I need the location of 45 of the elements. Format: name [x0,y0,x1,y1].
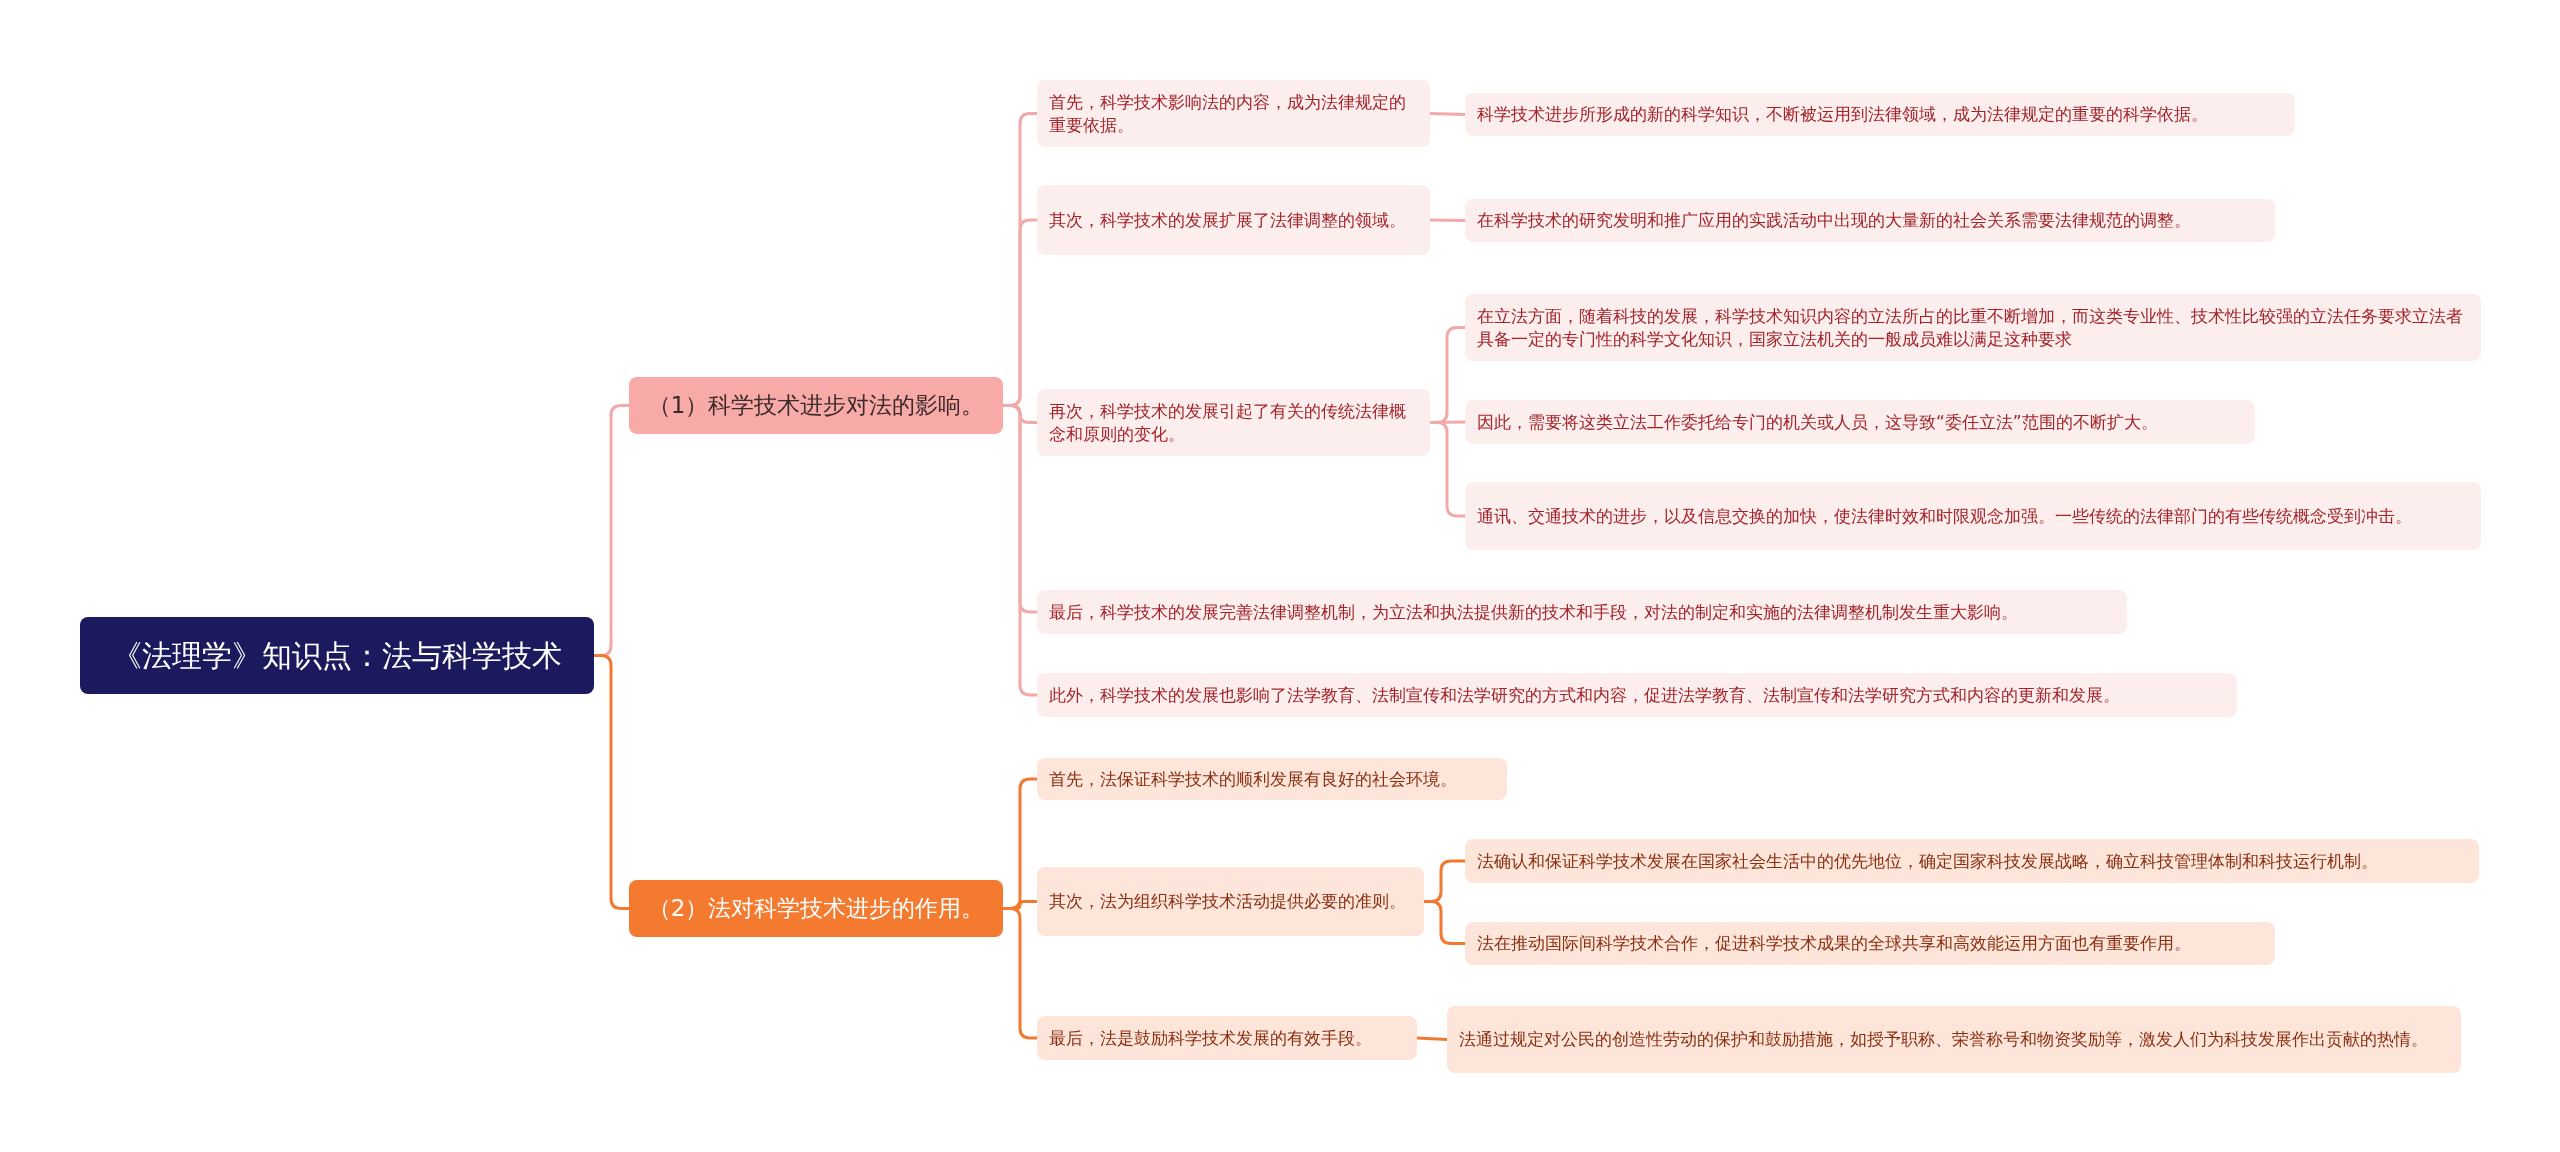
connector-line [1430,421,1465,518]
topic-text: 《法理学》知识点：法与科学技术 [112,637,562,675]
subtopic-box [1465,922,2275,965]
subtopic-box [1037,1016,1417,1060]
topic-text: 因此，需要将这类立法工作委托给专门的机关或人员，这导致“委任立法”范围的不断扩大。 [1477,410,2158,434]
subtopic-box [1465,400,2255,444]
branch-topic-box [629,377,1003,434]
topic-text: 法确认和保证科学技术发展在国家社会生活中的优先地位，确定国家科技发展战略，确立科技管理体制和科技运行机制。 [1477,849,2378,873]
subtopic-box [1037,758,1507,800]
subtopic-box [1037,389,1430,456]
subtopic-box [1037,867,1424,936]
topic-text: 首先，法保证科学技术的顺利发展有良好的社会环境。 [1049,767,1457,791]
topic-text: 首先，科学技术影响法的内容，成为法律规定的重要依据。 [1049,91,1407,136]
connector-line [1416,1036,1448,1041]
topic-text: 其次，科学技术的发展扩展了法律调整的领域。 [1049,208,1406,232]
topic-text: 再次，科学技术的发展引起了有关的传统法律概念和原则的变化。 [1049,400,1407,445]
connector-line [1429,112,1466,116]
subtopic-box [1465,93,2295,136]
subtopic-box [1465,294,2481,361]
topic-text: 此外，科学技术的发展也影响了法学教育、法制宣传和法学研究的方式和内容，促进法学教育、法制宣传和法学研究方式和内容的更新和发展。 [1049,683,2120,707]
subtopic-box [1037,590,2127,634]
topic-text: 最后，法是鼓励科学技术发展的有效手段。 [1049,1026,1372,1050]
subtopic-box [1037,185,1430,255]
root-topic-box [80,617,594,694]
subtopic-box [1465,839,2479,883]
topic-text: 在科学技术的研究发明和推广应用的实践活动中出现的大量新的社会关系需要法律规范的调整。 [1477,209,2191,232]
topic-text: 其次，法为组织科学技术活动提供必要的准则。 [1049,890,1406,913]
topic-text: 法通过规定对公民的创造性劳动的保护和鼓励措施，如授予职称、荣誉称号和物资奖励等，激发人们为科技发展作出贡献的热情。 [1459,1028,2428,1051]
topic-text: （1）科学技术进步对法的影响。 [647,390,985,420]
subtopic-box [1037,673,2237,717]
branch-topic-box [629,880,1003,937]
subtopic-box [1465,482,2481,550]
topic-text: 科学技术进步所形成的新的科学知识，不断被运用到法律领域，成为法律规定的重要的科学依据。 [1477,103,2208,126]
topic-text: 通讯、交通技术的进步，以及信息交换的加快，使法律时效和时限观念加强。一些传统的法律部门的有些传统概念受到冲击。 [1477,504,2412,528]
connector-line [1424,900,1465,945]
connector-line [594,654,629,910]
topic-text: 法在推动国际间科学技术合作，促进科学技术成果的全球共享和高效能运用方面也有重要作用。 [1477,932,2191,955]
connector-line [1429,218,1466,222]
subtopic-box [1037,80,1430,147]
subtopic-box [1465,199,2275,242]
connector-line [1003,404,1037,697]
topic-text: 在立法方面，随着科技的发展，科学技术知识内容的立法所占的比重不断增加，而这类专业性、技术性比较强的立法任务要求立法者具备一定的专门性的科学文化知识，国家立法机关的一般成员难以满足这种要求 [1477,305,2464,350]
topic-text: （2）法对科学技术进步的作用。 [647,893,985,923]
subtopic-box [1447,1006,2461,1073]
topic-text: 最后，科学技术的发展完善法律调整机制，为立法和执法提供新的技术和手段，对法的制定和实施的法律调整机制发生重大影响。 [1049,600,2018,624]
